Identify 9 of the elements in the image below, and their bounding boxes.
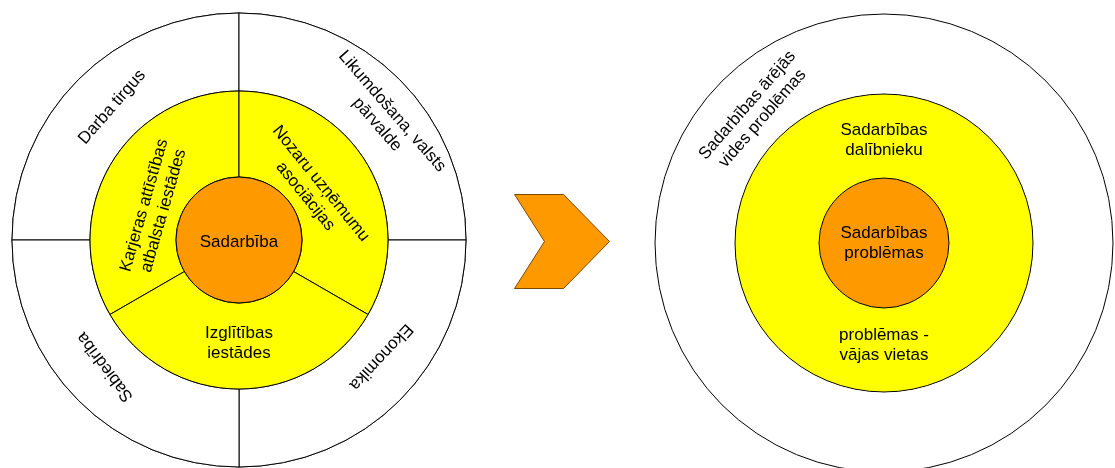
- sector-label: problēmas - vājas vietas: [838, 324, 930, 366]
- sector-label: Sadarbības problēmas: [839, 222, 929, 264]
- sector-label: Sadarbība: [198, 231, 280, 253]
- chevron-arrow: [514, 194, 610, 289]
- sector-label: Izglītības iestādes: [203, 322, 274, 364]
- circle: [818, 177, 950, 309]
- sector-label: Sadarbības dalībnieku: [839, 119, 929, 161]
- sector-label: Karjeras attīstības atbalsta iestādes: [115, 136, 191, 277]
- circle: [11, 12, 467, 468]
